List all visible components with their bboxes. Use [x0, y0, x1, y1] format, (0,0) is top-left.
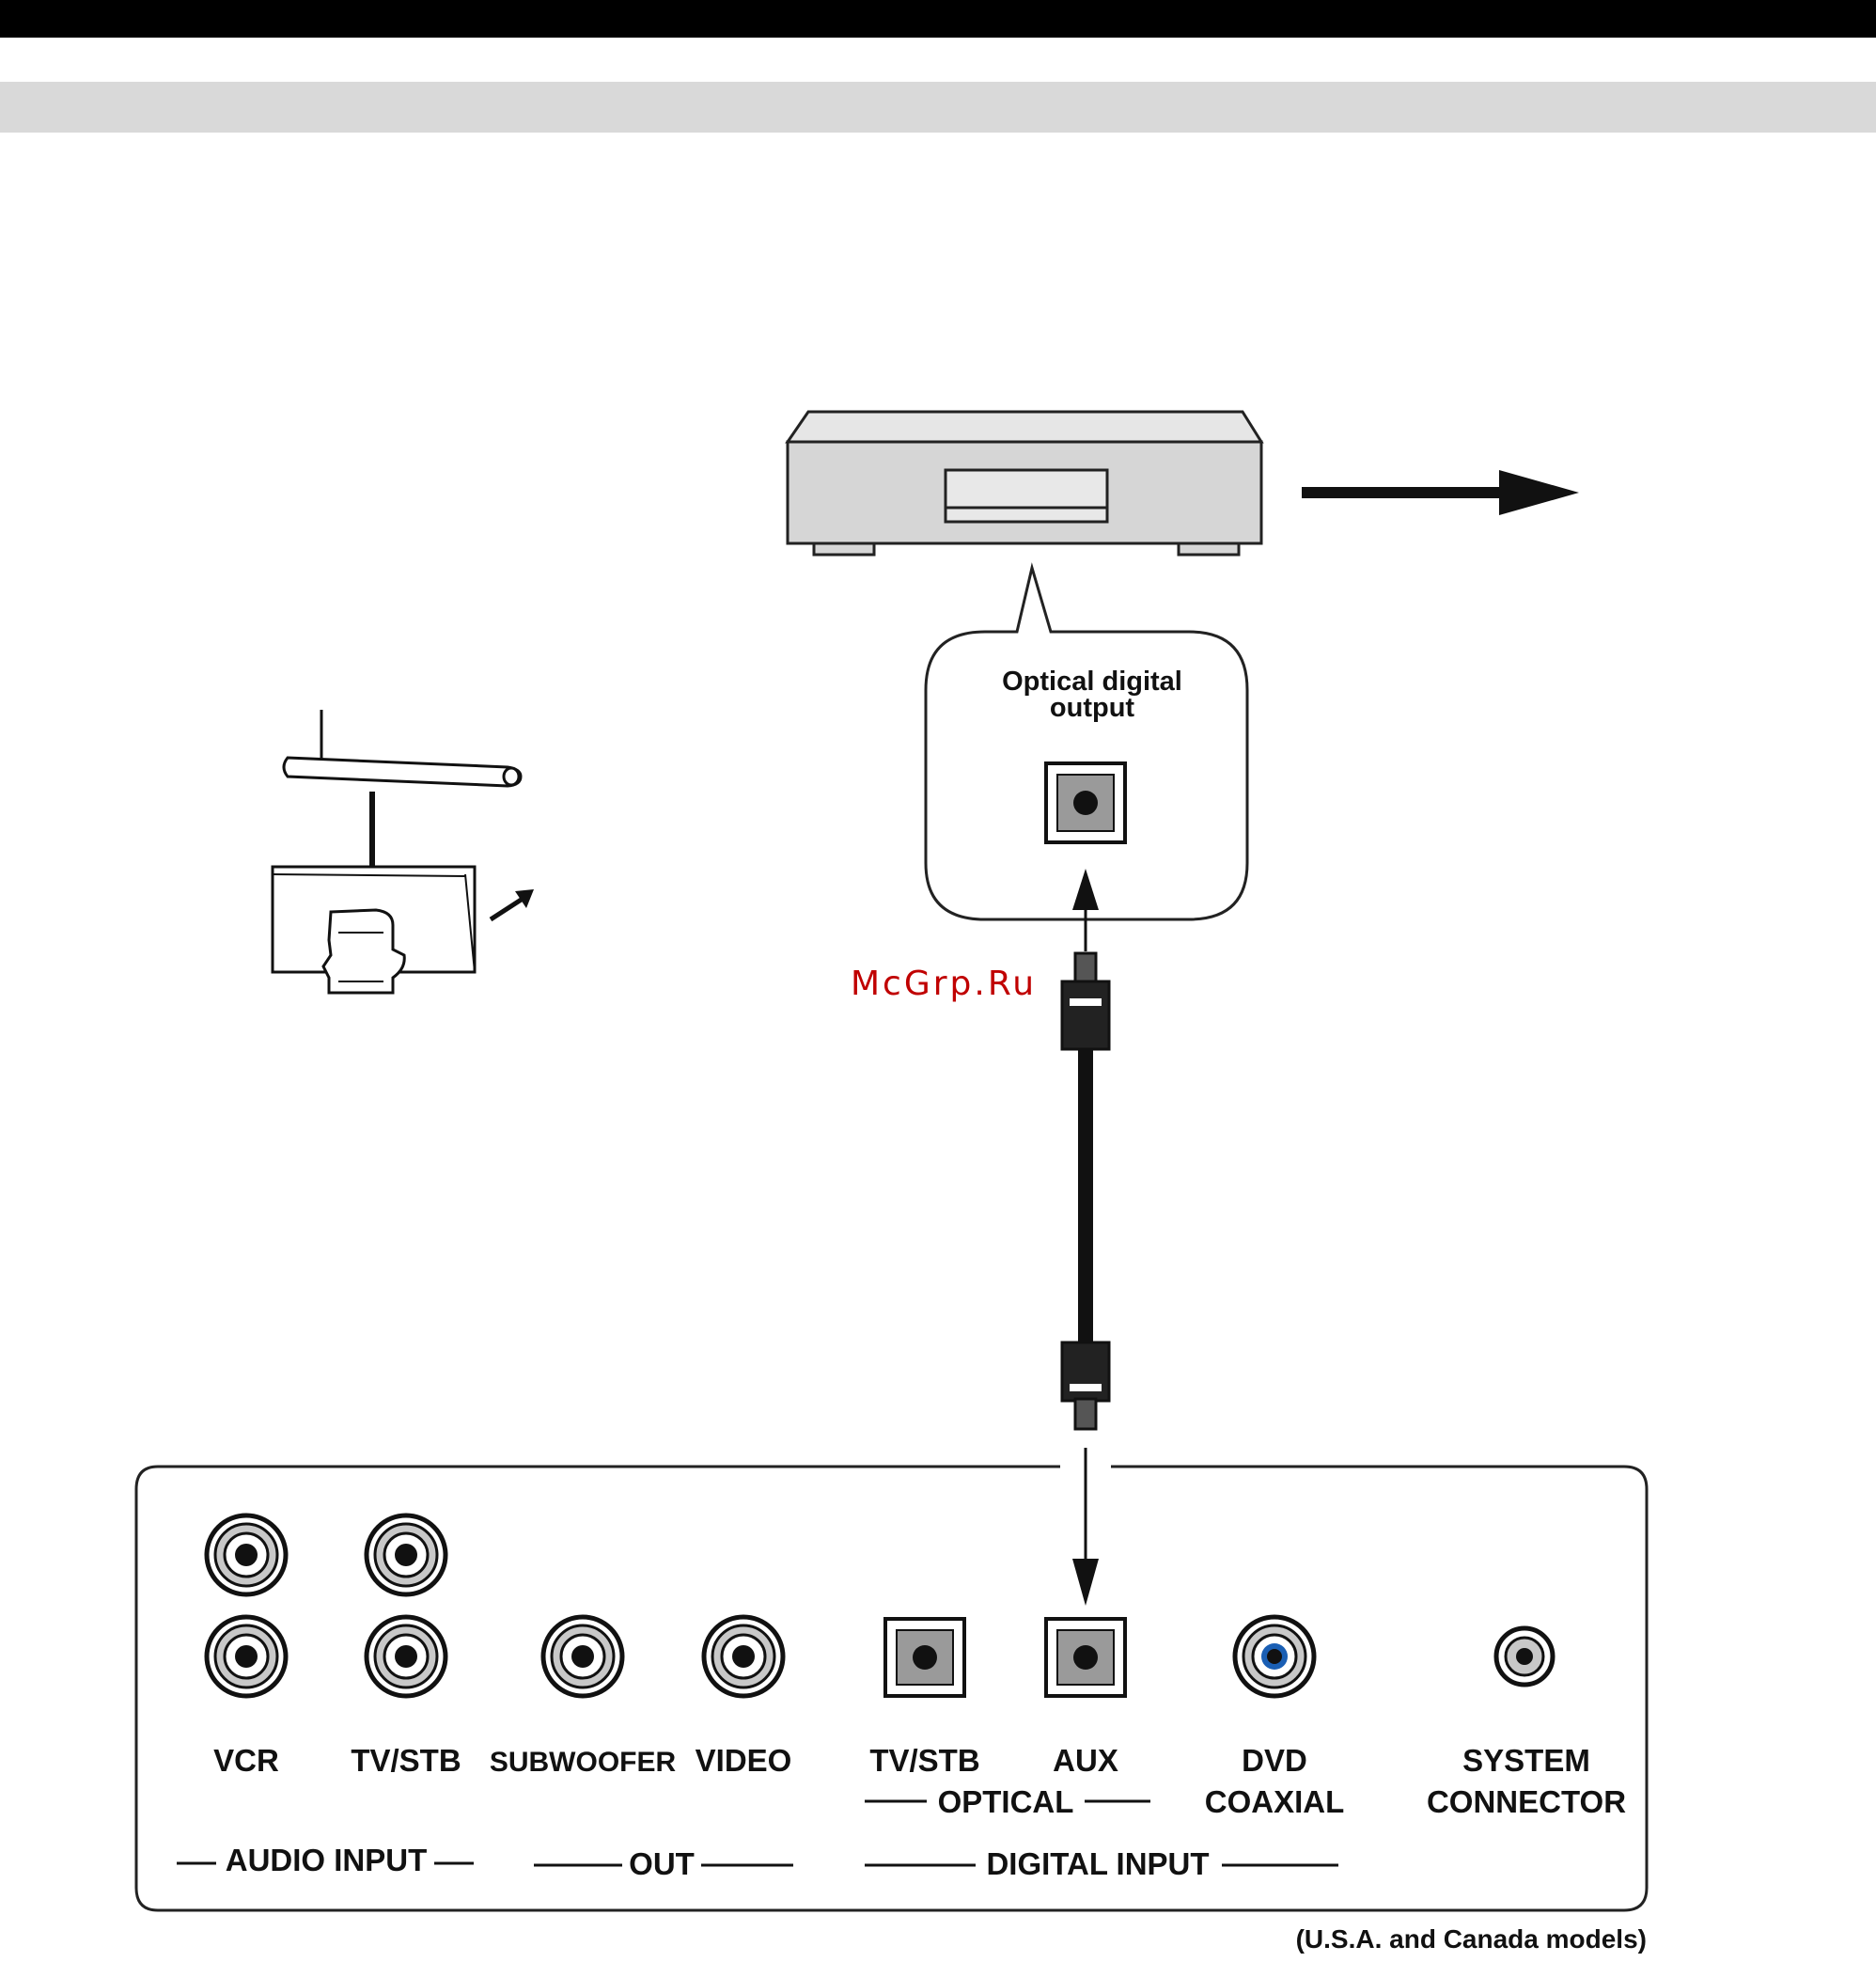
group-label-optical: OPTICAL [938, 1784, 1074, 1819]
jack-label-tv-stb-optical: TV/STB [869, 1743, 979, 1778]
down-arrow-icon [1072, 1448, 1099, 1606]
jack-label-system: SYSTEM [1462, 1743, 1590, 1778]
jack-label-aux: AUX [1053, 1743, 1118, 1778]
right-arrow-icon [1302, 470, 1579, 515]
source-device-icon [788, 412, 1261, 555]
jack-label-coaxial: COAXIAL [1205, 1784, 1345, 1819]
callout-bubble [926, 568, 1247, 919]
rca-jack-icon [704, 1617, 783, 1696]
rca-jack-icon [367, 1515, 446, 1594]
rca-jack-icon [207, 1515, 286, 1594]
optical-output-jack-icon [1046, 763, 1125, 842]
jack-label-dvd: DVD [1242, 1743, 1307, 1778]
callout-label-line2: output [1050, 693, 1135, 723]
antenna-clip-icon [273, 710, 534, 993]
group-label-out: OUT [629, 1846, 695, 1881]
watermark-text: McGrp.Ru [851, 965, 1037, 1003]
jack-label-tv-stb-audio: TV/STB [351, 1743, 461, 1778]
group-label-digital-input: DIGITAL INPUT [986, 1846, 1209, 1881]
coaxial-jack-icon [1235, 1617, 1314, 1696]
footnote-models: (U.S.A. and Canada models) [1296, 1924, 1647, 1954]
rca-jack-icon [367, 1617, 446, 1696]
jack-label-connector: CONNECTOR [1427, 1784, 1626, 1819]
jack-label-vcr: VCR [213, 1743, 279, 1778]
jack-label-subwoofer: SUBWOOFER [490, 1747, 677, 1778]
optical-jack-icon [1046, 1619, 1125, 1696]
jack-label-video: VIDEO [696, 1743, 792, 1778]
group-label-audio-input: AUDIO INPUT [226, 1843, 428, 1877]
optical-jack-icon [885, 1619, 964, 1696]
system-connector-icon [1496, 1628, 1553, 1685]
optical-cable-icon [1062, 953, 1109, 1429]
rca-jack-icon [543, 1617, 622, 1696]
rca-jack-icon [207, 1617, 286, 1696]
